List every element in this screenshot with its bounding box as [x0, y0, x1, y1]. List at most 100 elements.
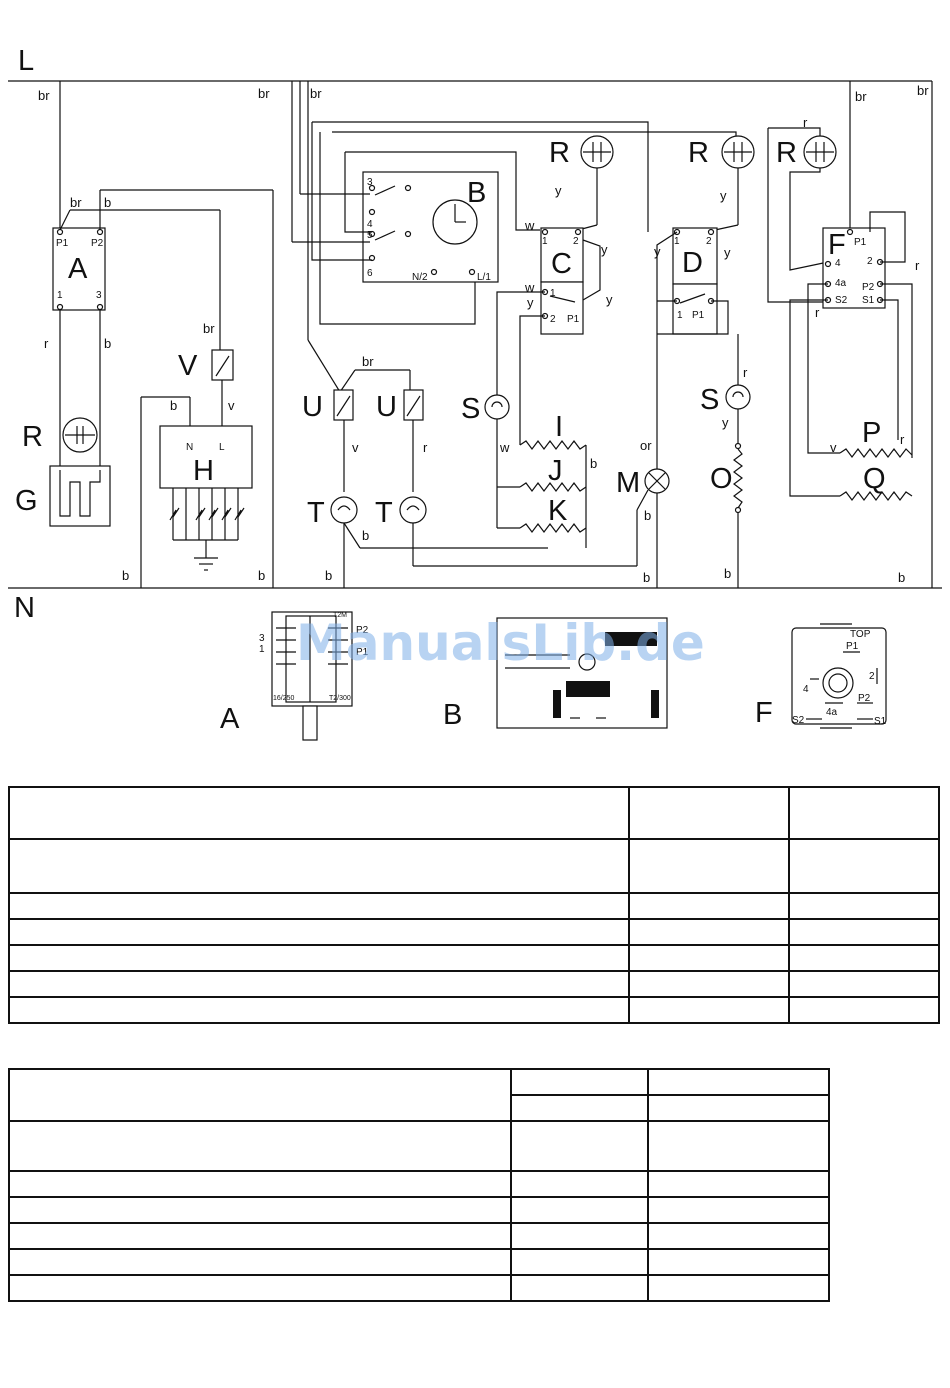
table-header-cell: [8, 1068, 512, 1122]
label-a: A: [68, 253, 88, 285]
relay-d: [656, 227, 729, 335]
table-cell: [647, 1248, 830, 1276]
wire-y-3: y: [601, 242, 608, 257]
wiring-diagram: .w{stroke:#111;stroke-width:1.2;fill:non…: [8, 45, 942, 741]
table-cell: [628, 944, 790, 972]
table-header-row: [9, 1094, 830, 1122]
watermark: ManualsLib.de: [296, 614, 705, 672]
table-cell: [647, 1120, 830, 1172]
label-u1: U: [302, 391, 323, 423]
fan-motor-m: [636, 334, 670, 588]
thermostat-switch-u1: [307, 339, 411, 492]
table-cell: [510, 1120, 649, 1172]
table-cell: [788, 786, 940, 840]
terminal-4a-f: 4a: [835, 278, 847, 289]
label-o: O: [710, 463, 733, 495]
terminal-5-b: 5: [367, 230, 373, 241]
wire-v-1: v: [228, 398, 235, 413]
terminal-3-b: 3: [367, 177, 373, 188]
label-t2: T: [375, 497, 393, 529]
table-cell: [788, 892, 940, 920]
label-u2: U: [376, 391, 397, 423]
label-r-left: R: [22, 421, 43, 453]
element-k: [497, 523, 587, 548]
door-switch-v: [211, 349, 234, 430]
table-cell: [8, 786, 630, 840]
terminal-1-c2: 1: [550, 288, 556, 299]
photo-f-4: 4: [803, 684, 809, 695]
terminal-1-d: 1: [674, 236, 680, 247]
table-cell: [8, 1120, 512, 1172]
label-b: B: [467, 177, 486, 209]
wire-w-2: w: [524, 280, 535, 295]
terminal-1-a: 1: [57, 290, 63, 301]
wire-y-8: y: [722, 415, 729, 430]
table-cell: [628, 918, 790, 946]
wire-r-1: r: [44, 336, 49, 351]
label-k: K: [548, 495, 568, 527]
table-row: [8, 1274, 830, 1302]
table-cell: [510, 1274, 649, 1302]
table-row: [8, 1196, 830, 1224]
heating-element-o: [733, 442, 743, 588]
wire-b-4: b: [122, 568, 129, 583]
table-cell: [628, 970, 790, 998]
grill-lamp-r: [62, 417, 98, 453]
wire-r-2: r: [423, 440, 428, 455]
table-cell: [8, 838, 630, 894]
label-r-far-right: R: [776, 137, 797, 169]
lamp-r-middle: [577, 135, 614, 231]
label-f: F: [828, 229, 846, 261]
table-cell: [647, 1274, 830, 1302]
live-rail-label: L: [18, 45, 34, 77]
terminal-1-d2: 1: [677, 310, 683, 321]
terminal-4-f: 4: [835, 258, 841, 269]
table-cell: [510, 1196, 649, 1224]
table-row: [8, 786, 940, 840]
table-cell: [8, 1222, 512, 1250]
wire-or-1: or: [640, 438, 652, 453]
terminal-6-b: 6: [367, 268, 373, 279]
sensor-s-middle: [484, 394, 510, 528]
terminal-1-c: 1: [542, 236, 548, 247]
photo-f-2: 2: [869, 671, 875, 682]
table-cell: [510, 1170, 649, 1198]
terminal-3-a: 3: [96, 290, 102, 301]
table-cell: [8, 944, 630, 972]
terminal-2-c2: 2: [550, 314, 556, 325]
thermal-sensor-t1: [330, 496, 548, 588]
wire-y-4: y: [606, 292, 613, 307]
label-h: H: [193, 455, 214, 487]
photo-f-top: TOP: [850, 629, 871, 640]
table-cell: [8, 970, 630, 998]
wire-br-4: br: [203, 321, 215, 336]
wire-r-6: r: [815, 305, 820, 320]
wire-b-3: b: [170, 398, 177, 413]
table-row: [8, 970, 940, 998]
terminal-p2-a: P2: [91, 238, 104, 249]
wire-br-2: br: [258, 86, 270, 101]
wire-v-3: v: [830, 440, 837, 455]
label-j: J: [548, 455, 563, 487]
terminal-p1-d: P1: [692, 310, 705, 321]
element-j: [497, 482, 587, 492]
table-row: [8, 892, 940, 920]
heating-element-g: [49, 465, 111, 527]
terminal-n2-b: N/2: [412, 272, 428, 283]
wire-y-6: y: [654, 244, 661, 259]
wire-b-12: b: [898, 570, 905, 585]
ignition-unit-h: [140, 396, 253, 588]
label-q: Q: [863, 463, 886, 495]
label-d: D: [682, 247, 703, 279]
element-i: [519, 440, 587, 528]
label-r-right: R: [688, 137, 709, 169]
table-row: [8, 1120, 830, 1172]
table-header-row: [8, 1068, 830, 1122]
wire-br-3: br: [70, 195, 82, 210]
table-cell: [8, 996, 630, 1024]
wire-r-5: r: [915, 258, 920, 273]
neutral-rail-label: N: [14, 592, 35, 624]
wire-br-5: br: [310, 86, 322, 101]
wire-b-11: b: [724, 566, 731, 581]
table-cell: [8, 1274, 512, 1302]
